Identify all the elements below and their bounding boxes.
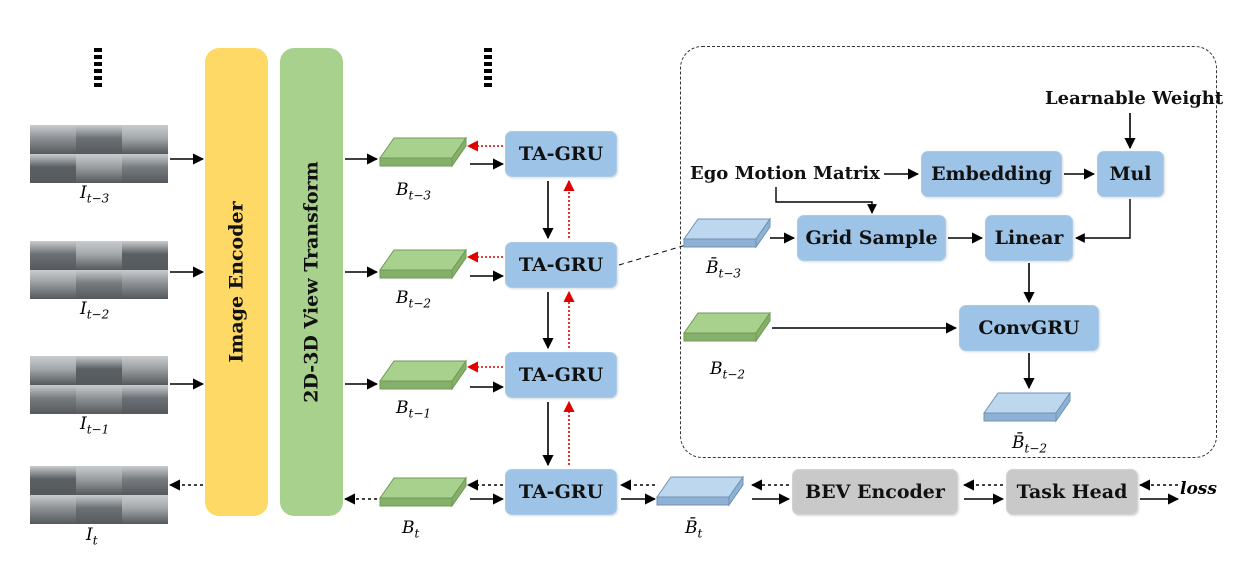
bev-label-t: Bt [402, 518, 420, 541]
bev-slab-t-1 [379, 359, 467, 391]
view-transform-label: 2D-3D View Transform [300, 161, 323, 403]
camera-view-tile [30, 385, 76, 414]
camera-view-tile [30, 356, 76, 385]
camera-view-tile [30, 495, 76, 524]
camera-view-tile [122, 241, 168, 270]
detail-bbar-t-2-label: B̄t−2 [1012, 433, 1048, 456]
bbar-slab-t [656, 475, 744, 507]
bev-label-t-3: Bt−3 [396, 180, 432, 203]
continuation-dots-left [94, 48, 102, 90]
camera-view-tile [30, 466, 76, 495]
detail-b-t-2-label: Bt−2 [710, 359, 746, 382]
camera-view-tile [30, 125, 76, 154]
zoom-connector [618, 244, 687, 266]
camera-view-tile [122, 270, 168, 299]
camera-view-tile [76, 125, 122, 154]
ta-gru-box-2: TA-GRU [505, 242, 617, 288]
continuation-dots-middle [484, 48, 492, 90]
ta-gru-box-4: TA-GRU [505, 469, 617, 515]
learnable-weight-label: Learnable Weight [1045, 88, 1224, 109]
bev-slab-t-3 [379, 136, 467, 168]
grid-sample-box: Grid Sample [797, 215, 946, 261]
view-transform-block: 2D-3D View Transform [280, 48, 343, 516]
camera-view-tile [30, 270, 76, 299]
frame-label-t-3: It−3 [80, 183, 110, 206]
frame-label-t-2: It−2 [80, 299, 110, 322]
camera-view-tile [76, 356, 122, 385]
ta-gru-box-3: TA-GRU [505, 352, 617, 398]
image-encoder-label: Image Encoder [225, 201, 248, 363]
bev-label-t-2: Bt−2 [396, 288, 432, 311]
camera-view-tile [76, 495, 122, 524]
camera-view-tile [30, 154, 76, 183]
ta-gru-box-1: TA-GRU [505, 131, 617, 177]
bev-encoder-box: BEV Encoder [792, 469, 958, 515]
frame-label-t: It [86, 525, 98, 548]
embedding-box: Embedding [921, 151, 1062, 197]
camera-image-t-1 [30, 356, 168, 414]
camera-image-t [30, 466, 168, 524]
camera-image-t-3 [30, 125, 168, 183]
bev-slab-t-2 [379, 248, 467, 280]
bev-slab-t [379, 476, 467, 508]
camera-view-tile [76, 385, 122, 414]
image-encoder-block: Image Encoder [205, 48, 268, 516]
camera-image-t-2 [30, 241, 168, 299]
camera-view-tile [76, 241, 122, 270]
camera-view-tile [122, 125, 168, 154]
camera-view-tile [122, 495, 168, 524]
camera-view-tile [30, 241, 76, 270]
convgru-box: ConvGRU [959, 305, 1099, 351]
camera-view-tile [76, 270, 122, 299]
linear-box: Linear [985, 215, 1073, 261]
detail-bbar-t-3-label: B̄t−3 [706, 258, 742, 281]
frame-label-t-1: It−1 [80, 414, 110, 437]
ego-motion-matrix-label: Ego Motion Matrix [690, 163, 880, 184]
camera-view-tile [76, 466, 122, 495]
bbar-t-label: B̄t [685, 518, 703, 541]
camera-view-tile [122, 466, 168, 495]
mul-box: Mul [1097, 151, 1164, 197]
task-head-box: Task Head [1006, 469, 1138, 515]
camera-view-tile [122, 356, 168, 385]
camera-view-tile [122, 154, 168, 183]
camera-view-tile [122, 385, 168, 414]
camera-view-tile [76, 154, 122, 183]
bev-label-t-1: Bt−1 [396, 398, 432, 421]
loss-label: loss [1180, 479, 1217, 499]
